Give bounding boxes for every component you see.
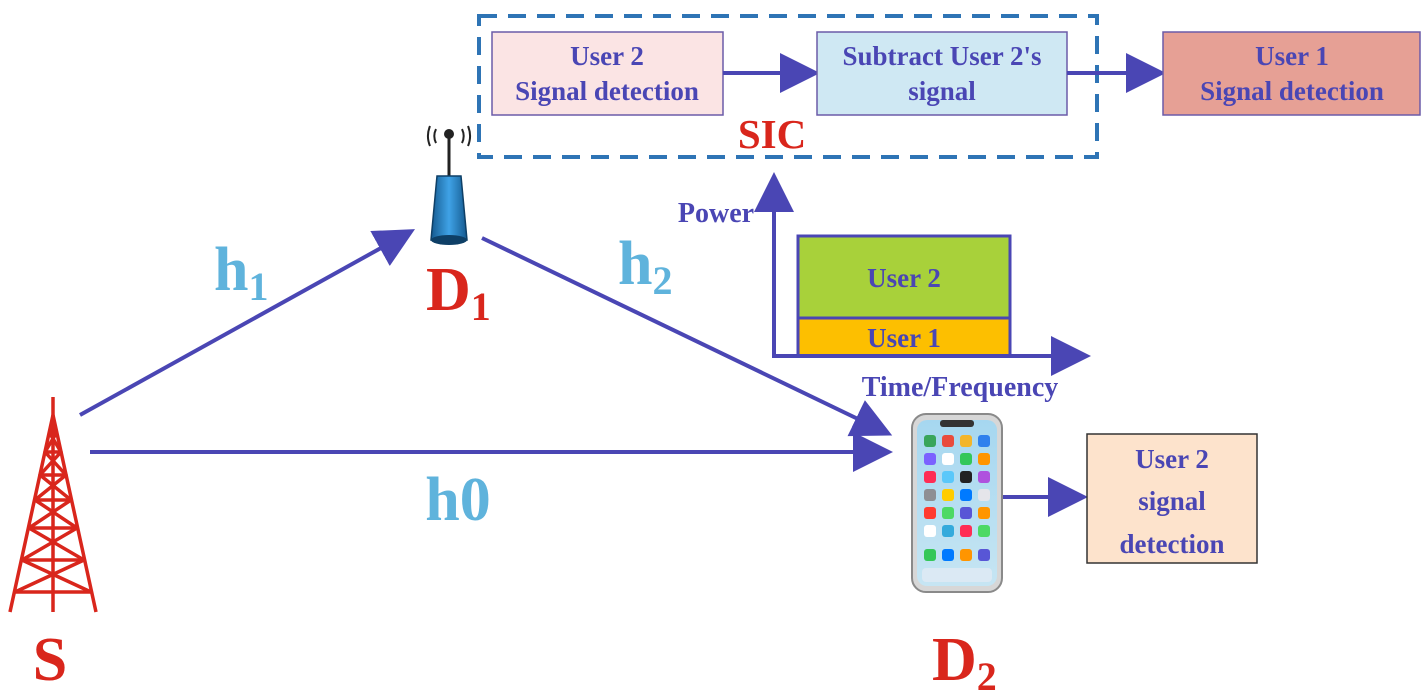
sic-step-subtract-box: Subtract User 2's signal [816,31,1068,116]
channel-h1-letter: h [214,236,248,304]
link-s-to-d1 [79,229,415,417]
sic-group: SIC User 2 Signal detection Subtract Use… [477,14,1421,159]
box-text-line1: User 2 [1135,444,1209,474]
smartphone-icon [911,413,1003,593]
power-allocation-chart: User 2 User 1 Power Time/Frequency [678,172,1091,403]
relay-node-label: D1 [426,256,491,329]
box-text-line2: Signal detection [1200,76,1384,106]
user2-power-label: User 2 [867,263,941,293]
power-axis-label: Power [678,198,754,229]
antenna-icon [427,125,471,245]
radio-tower-icon [8,397,98,613]
source-letter: S [33,626,67,693]
box-text-line1: User 1 [1255,41,1329,71]
box-text-line2: signal [908,76,976,106]
time-frequency-axis-label: Time/Frequency [862,372,1059,403]
channel-h1-subscript: 1 [248,264,268,309]
user1-power-layer [796,316,1012,358]
user1-detection-box: User 1 Signal detection [1162,31,1421,116]
relay-subscript: 1 [471,284,491,329]
relay-letter: D [426,256,471,324]
source-node-label: S [33,626,67,693]
destination-node-label: D2 [932,626,997,693]
destination-subscript: 2 [977,654,997,693]
channel-h1-label: h1 [214,236,268,309]
channel-h2-label: h2 [618,230,672,303]
box-text-line1: User 2 [570,41,644,71]
link-d1-to-d2 [481,236,893,437]
sic-label: SIC [738,111,806,157]
sic-step-user2-detection-box: User 2 Signal detection [491,31,724,116]
channel-h2-subscript: 2 [652,258,672,303]
user1-power-label: User 1 [867,323,941,353]
box-text-line2: signal [1138,486,1206,516]
box-text-line1: Subtract User 2's [843,41,1042,71]
destination-letter: D [932,626,977,693]
channel-h2-letter: h [618,230,652,298]
user2-detection-box: User 2 signal detection [1086,433,1258,564]
channel-h0-label: h0 [425,466,490,534]
user2-power-layer [796,234,1012,320]
app-grid [922,435,992,582]
box-text-line2: Signal detection [515,76,699,106]
box-text-line3: detection [1120,529,1225,559]
